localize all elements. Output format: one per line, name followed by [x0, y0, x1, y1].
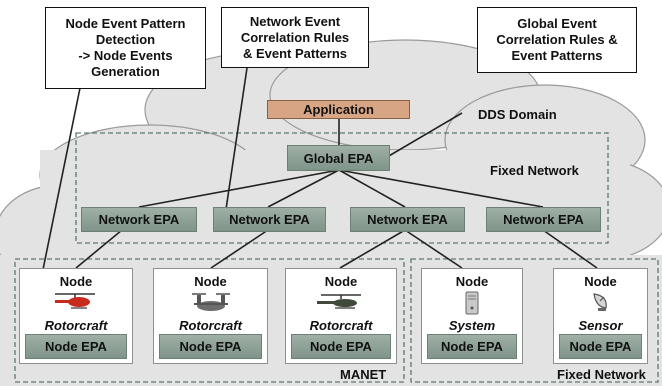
manet-label: MANET [340, 367, 387, 382]
network-epa-1: Network EPA [81, 207, 197, 232]
node-title: Node [324, 274, 358, 289]
fixed-network-bottom-label: Fixed Network [557, 367, 646, 382]
application-box: Application [267, 100, 410, 119]
node-epa-4: Node EPA [427, 334, 517, 359]
node-title: Node [194, 274, 227, 289]
tiltrotor-icon [186, 291, 236, 320]
node-card-rotorcraft-2: Node Rotorcraft Node EPA [153, 268, 268, 364]
node-card-rotorcraft-1: Node Rotorcraft Node EPA [19, 268, 133, 364]
node-title: Node [455, 274, 489, 289]
helicopter-red-icon [51, 291, 101, 316]
attack-helicopter-icon [313, 291, 369, 316]
node-type: Rotorcraft [309, 318, 373, 333]
network-epa-2: Network EPA [213, 207, 326, 232]
connector-lines [26, 67, 598, 349]
fixed-network-label: Fixed Network [490, 163, 579, 178]
network-epa-3: Network EPA [350, 207, 465, 232]
node-pattern-callout: Node Event Pattern Detection -> Node Eve… [45, 7, 206, 89]
node-epa-3: Node EPA [291, 334, 391, 359]
dds-cloud [0, 39, 662, 286]
global-epa: Global EPA [287, 145, 390, 171]
satellite-dish-icon [590, 291, 612, 318]
node-type: Sensor [578, 318, 623, 333]
node-title: Node [584, 274, 617, 289]
node-type: Rotorcraft [44, 318, 108, 333]
node-card-sensor: Node Sensor Node EPA [553, 268, 648, 364]
network-rules-callout: Network Event Correlation Rules & Event … [221, 7, 369, 68]
manet-region [14, 258, 405, 383]
node-epa-1: Node EPA [25, 334, 127, 359]
global-rules-callout: Global Event Correlation Rules & Event P… [477, 7, 637, 73]
node-title: Node [59, 274, 93, 289]
network-epa-4: Network EPA [486, 207, 601, 232]
node-epa-5: Node EPA [559, 334, 642, 359]
node-type: System [448, 318, 496, 333]
fixed-network-bottom-region [410, 258, 659, 383]
server-icon [462, 291, 482, 320]
dds-domain-label: DDS Domain [478, 107, 557, 122]
fixed-network-region [75, 132, 609, 244]
node-type: Rotorcraft [179, 318, 242, 333]
node-card-system: Node System Node EPA [421, 268, 523, 364]
node-epa-2: Node EPA [159, 334, 262, 359]
node-card-rotorcraft-3: Node Rotorcraft Node EPA [285, 268, 397, 364]
